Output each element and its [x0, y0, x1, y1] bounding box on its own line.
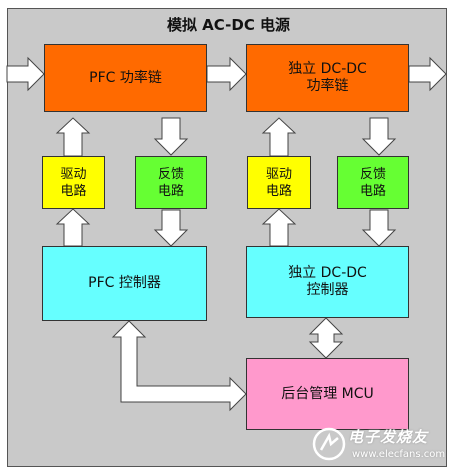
- dcdc-feedback-to-ctrl-arrow: [361, 209, 397, 247]
- pfc-feedback-label-line1: 反馈: [157, 166, 184, 182]
- dcdc-controller-label-line1: 独立 DC-DC: [288, 265, 367, 281]
- dcdc-feedback-label-line2: 电路: [359, 183, 386, 199]
- input-arrow: [6, 56, 45, 92]
- pfc-ctrl-to-driver-arrow: [55, 208, 91, 247]
- pfc-driver-label-line1: 驱动: [60, 166, 87, 182]
- dcdc-driver-block: 驱动 电路: [247, 156, 311, 209]
- pfc-feedback-label-line2: 电路: [157, 183, 184, 199]
- dcdc-power-stage-label-line1: 独立 DC-DC: [288, 61, 367, 77]
- pfc-feedback-to-ctrl-arrow: [153, 209, 189, 247]
- pfc-to-dcdc-arrow: [206, 56, 247, 92]
- watermark: 电子发烧友 www.elecfans.com: [312, 420, 447, 468]
- dcdc-power-stage-block: 独立 DC-DC 功率链: [246, 44, 409, 112]
- output-arrow: [408, 56, 447, 92]
- mcu-block: 后台管理 MCU: [246, 358, 409, 430]
- pfc-controller-label: PFC 控制器: [88, 275, 161, 291]
- dcdc-ctrl-mcu-double-arrow: [308, 317, 344, 359]
- pfc-ctrl-mcu-double-arrow: [111, 320, 247, 412]
- pfc-driver-label-line2: 电路: [60, 183, 87, 199]
- pfc-driver-up-arrow: [55, 117, 91, 157]
- diagram-title: 模拟 AC-DC 电源: [166, 16, 291, 34]
- pfc-controller-block: PFC 控制器: [42, 246, 207, 321]
- dcdc-feedback-down-arrow: [361, 117, 397, 156]
- pfc-feedback-block: 反馈 电路: [135, 156, 207, 209]
- watermark-brand: 电子发烧友: [348, 428, 429, 446]
- watermark-url: www.elecfans.com: [352, 449, 446, 460]
- mcu-label: 后台管理 MCU: [281, 385, 374, 402]
- pfc-power-stage-label: PFC 功率链: [89, 69, 162, 86]
- elecfans-logo-icon: [312, 427, 346, 461]
- dcdc-driver-label-line1: 驱动: [265, 166, 292, 182]
- dcdc-feedback-label-line1: 反馈: [359, 166, 386, 182]
- pfc-driver-block: 驱动 电路: [42, 156, 105, 209]
- dcdc-controller-label-line2: 控制器: [306, 282, 349, 298]
- dcdc-feedback-block: 反馈 电路: [337, 156, 409, 209]
- pfc-feedback-down-arrow: [153, 117, 189, 156]
- pfc-power-stage-block: PFC 功率链: [44, 44, 207, 112]
- dcdc-ctrl-to-driver-arrow: [261, 208, 297, 247]
- dcdc-driver-up-arrow: [261, 117, 297, 157]
- dcdc-controller-block: 独立 DC-DC 控制器: [246, 246, 409, 318]
- dcdc-driver-label-line2: 电路: [265, 183, 292, 199]
- dcdc-power-stage-label-line2: 功率链: [306, 78, 349, 94]
